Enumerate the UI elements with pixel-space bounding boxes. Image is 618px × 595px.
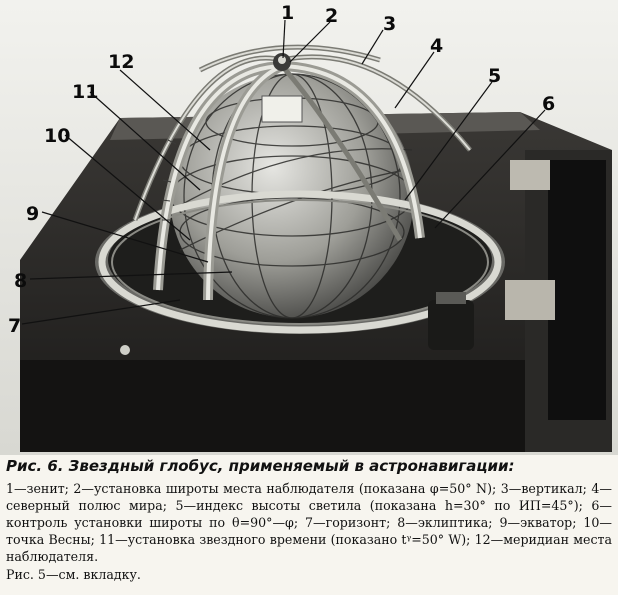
callout-8: 8 [14,270,27,292]
callout-6: 6 [542,93,555,115]
caption-legend: 1—зенит; 2—установка широты места наблюд… [6,481,612,564]
callout-12: 12 [108,51,134,73]
star-globe-figure: 1 2 3 4 5 6 7 8 9 10 11 12 [0,0,618,455]
callout-7: 7 [8,315,21,337]
callout-11: 11 [72,81,98,103]
callout-9: 9 [26,203,39,225]
callout-1: 1 [281,2,294,24]
callout-10: 10 [44,125,70,147]
star-globe-photo: 1 2 3 4 5 6 7 8 9 10 11 12 [0,0,618,455]
callout-5: 5 [488,65,501,87]
callout-4: 4 [430,35,443,57]
callout-2: 2 [325,5,338,27]
figure-caption: Рис. 6. Звездный глобус, применяемый в а… [6,455,612,583]
caption-reference: Рис. 5—см. вкладку. [6,567,141,582]
callout-3: 3 [383,13,396,35]
caption-title: Рис. 6. Звездный глобус, применяемый в а… [6,457,515,475]
